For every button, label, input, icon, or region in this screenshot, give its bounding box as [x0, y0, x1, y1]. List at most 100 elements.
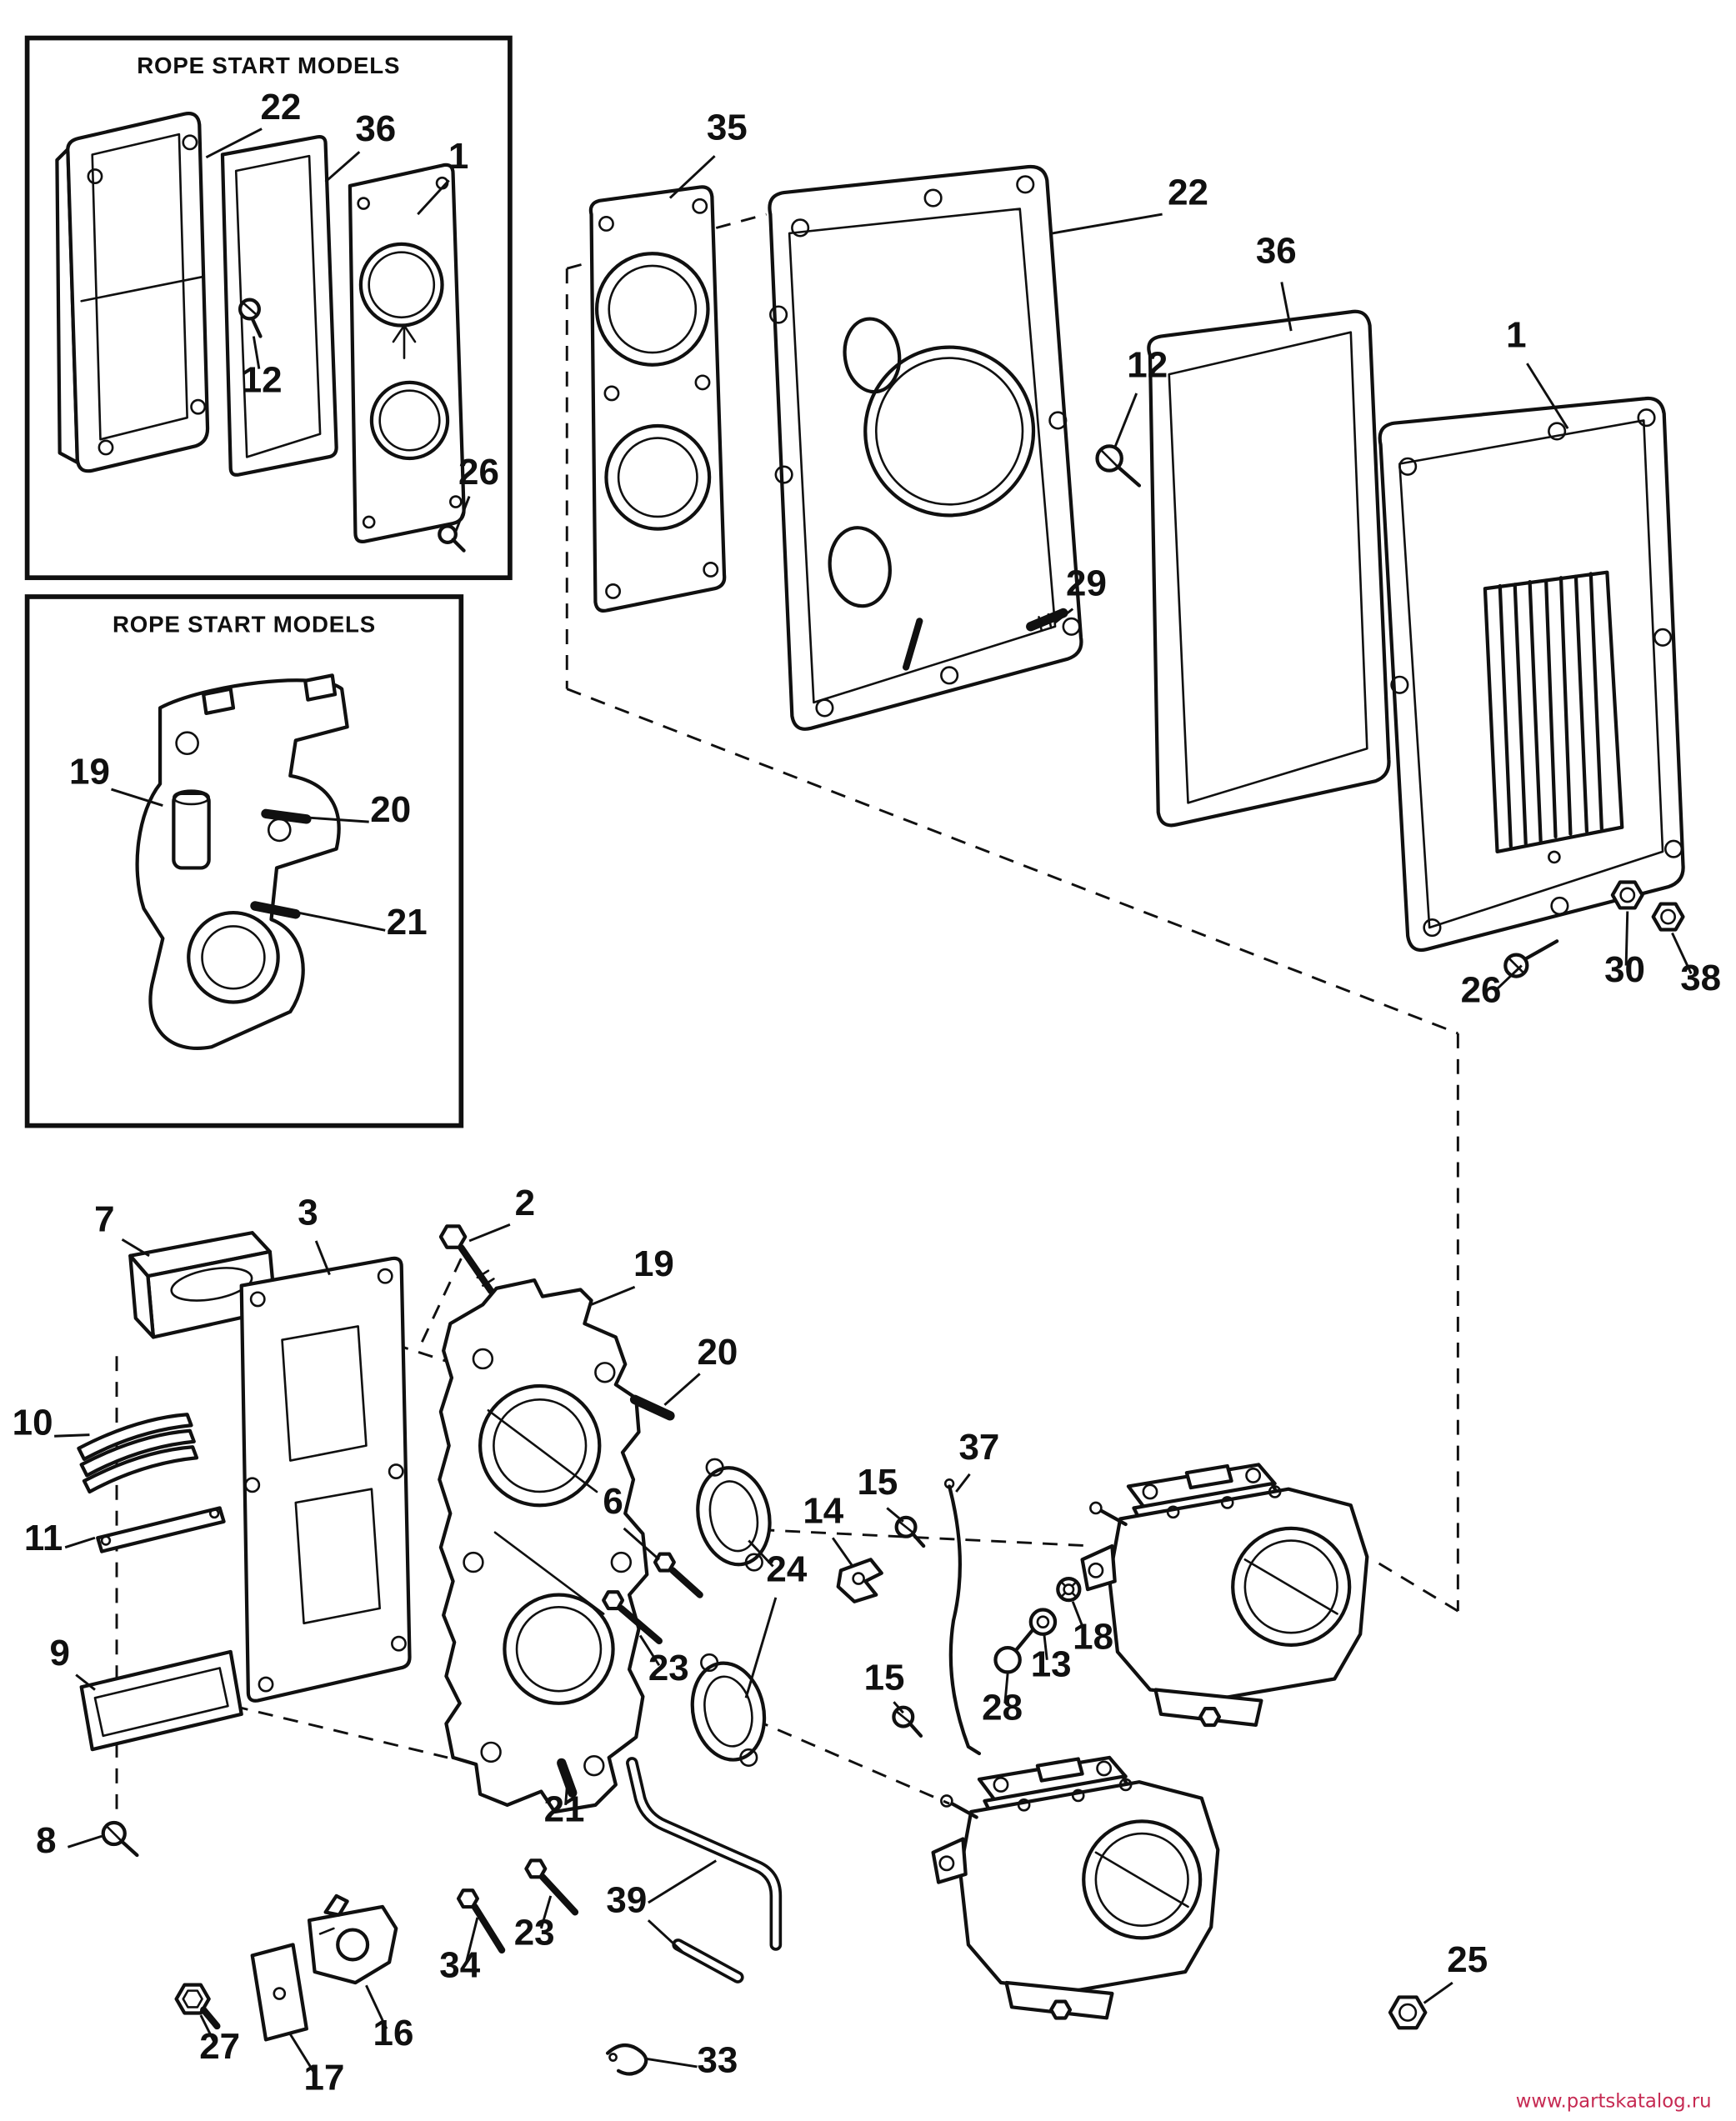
cover-outline	[66, 112, 210, 473]
gasket-ring	[696, 1466, 772, 1567]
gasket-port-inner	[617, 437, 698, 518]
part-21-stud-main	[557, 1758, 578, 1798]
carburetor-upper	[1080, 1463, 1369, 1728]
callout-19: 19	[69, 752, 110, 793]
cylinder-top	[173, 789, 210, 806]
leader-line	[539, 1895, 553, 1929]
reed-leaf	[82, 1445, 199, 1494]
part-22-inner-cover	[768, 164, 1083, 731]
callout-36: 36	[355, 108, 396, 149]
lever-outline	[836, 1558, 883, 1603]
leader-line	[648, 1859, 718, 1904]
callout-1: 1	[448, 136, 468, 177]
leader-line	[1071, 1601, 1087, 1633]
bowl-nut	[1049, 1999, 1073, 2020]
leader-line	[1113, 393, 1138, 448]
carb-body	[1108, 1487, 1369, 1700]
callout-24: 24	[766, 1548, 807, 1589]
gasket-outline	[588, 185, 727, 613]
bolt-hole	[1548, 422, 1567, 441]
bolt-hole	[472, 1348, 494, 1370]
gasket-inner	[1168, 331, 1368, 804]
clamp-body	[307, 1904, 398, 1985]
screw-shaft	[250, 317, 263, 338]
cover-dome-inner	[874, 357, 1024, 506]
part-12-screw	[238, 298, 263, 338]
callout-28: 28	[982, 1687, 1023, 1728]
part-9-plate	[79, 1649, 243, 1752]
bolt-hole	[769, 305, 788, 324]
part-6-bolt	[653, 1552, 703, 1598]
stud-body	[250, 901, 301, 919]
cover-inner	[1398, 419, 1664, 929]
bolt-hole	[377, 1268, 393, 1284]
part-36-gasket	[220, 135, 338, 477]
bolt-head	[174, 1983, 211, 2015]
callout-6: 6	[603, 1481, 623, 1522]
bolt-hole	[357, 197, 370, 210]
leader-line	[465, 1917, 479, 1962]
callout-30: 30	[1604, 949, 1645, 990]
fuel-inlet	[950, 1802, 978, 1819]
part-25-nut	[1388, 1995, 1428, 2030]
bolt-hole	[692, 198, 708, 214]
callout-29: 29	[1066, 563, 1107, 603]
bracket-bore	[187, 911, 280, 1004]
part-36-gasket-main	[1147, 309, 1391, 828]
stud-body	[557, 1758, 578, 1798]
cover-inner	[788, 208, 1057, 704]
body-screw	[1220, 1496, 1234, 1509]
part-2-bolt	[438, 1224, 495, 1295]
screw-shaft	[120, 1839, 139, 1858]
gasket-outline	[1147, 309, 1391, 828]
carb-pump-arm	[1080, 1543, 1117, 1592]
bolt-hole	[391, 1635, 407, 1652]
leader-line	[1671, 932, 1693, 974]
leader-line	[638, 1634, 661, 1667]
bolt-hole	[388, 1463, 404, 1479]
bolt-shaft	[538, 1873, 579, 1916]
leader-line	[54, 1433, 90, 1438]
part-24-gasket-lower	[690, 1653, 767, 1767]
bolt-hole	[1016, 175, 1035, 194]
dash-line	[753, 1718, 950, 1805]
plate-outline	[348, 163, 466, 543]
bolt-hole	[940, 666, 959, 685]
callout-18: 18	[1073, 1617, 1113, 1658]
strip-hole	[208, 1508, 220, 1519]
bolt-hole	[610, 1551, 633, 1573]
watermark: www.partskatalog.ru	[1516, 2091, 1712, 2113]
part-15-screw-upper	[894, 1515, 926, 1548]
callout-10: 10	[13, 1403, 53, 1443]
bolt-head	[653, 1552, 676, 1573]
inset1-border	[24, 35, 513, 581]
dash-line	[419, 1258, 463, 1346]
screw-slot	[106, 1825, 123, 1842]
leader-line	[314, 1240, 331, 1276]
carb-bore	[1231, 1526, 1352, 1647]
cover-dome	[863, 345, 1036, 518]
plate-outline	[79, 1649, 243, 1752]
bolt-hole	[583, 1754, 605, 1777]
bolt-shaft	[471, 1903, 506, 1954]
leader-line	[623, 1527, 660, 1561]
part-20-stud-main	[629, 1394, 675, 1421]
direction-arrow-icon	[392, 324, 417, 359]
leader-line	[252, 336, 261, 369]
part-23-bolt-lower	[524, 1858, 579, 1916]
plate-port-inner	[368, 251, 436, 319]
screw-shaft	[911, 1532, 926, 1548]
stud-body	[261, 808, 312, 824]
gasket-outline	[239, 1256, 412, 1703]
gasket-ear-hole	[700, 1653, 719, 1673]
part-16-clamp	[307, 1893, 398, 1985]
leader-line	[75, 1673, 96, 1691]
callout-36: 36	[1256, 231, 1297, 272]
callout-34: 34	[439, 1945, 480, 1986]
leader-line	[1494, 964, 1523, 991]
part-38-nut	[1651, 902, 1685, 932]
drain-hole	[1548, 850, 1561, 864]
cover-recess	[843, 317, 902, 394]
cover-outline	[768, 164, 1083, 731]
